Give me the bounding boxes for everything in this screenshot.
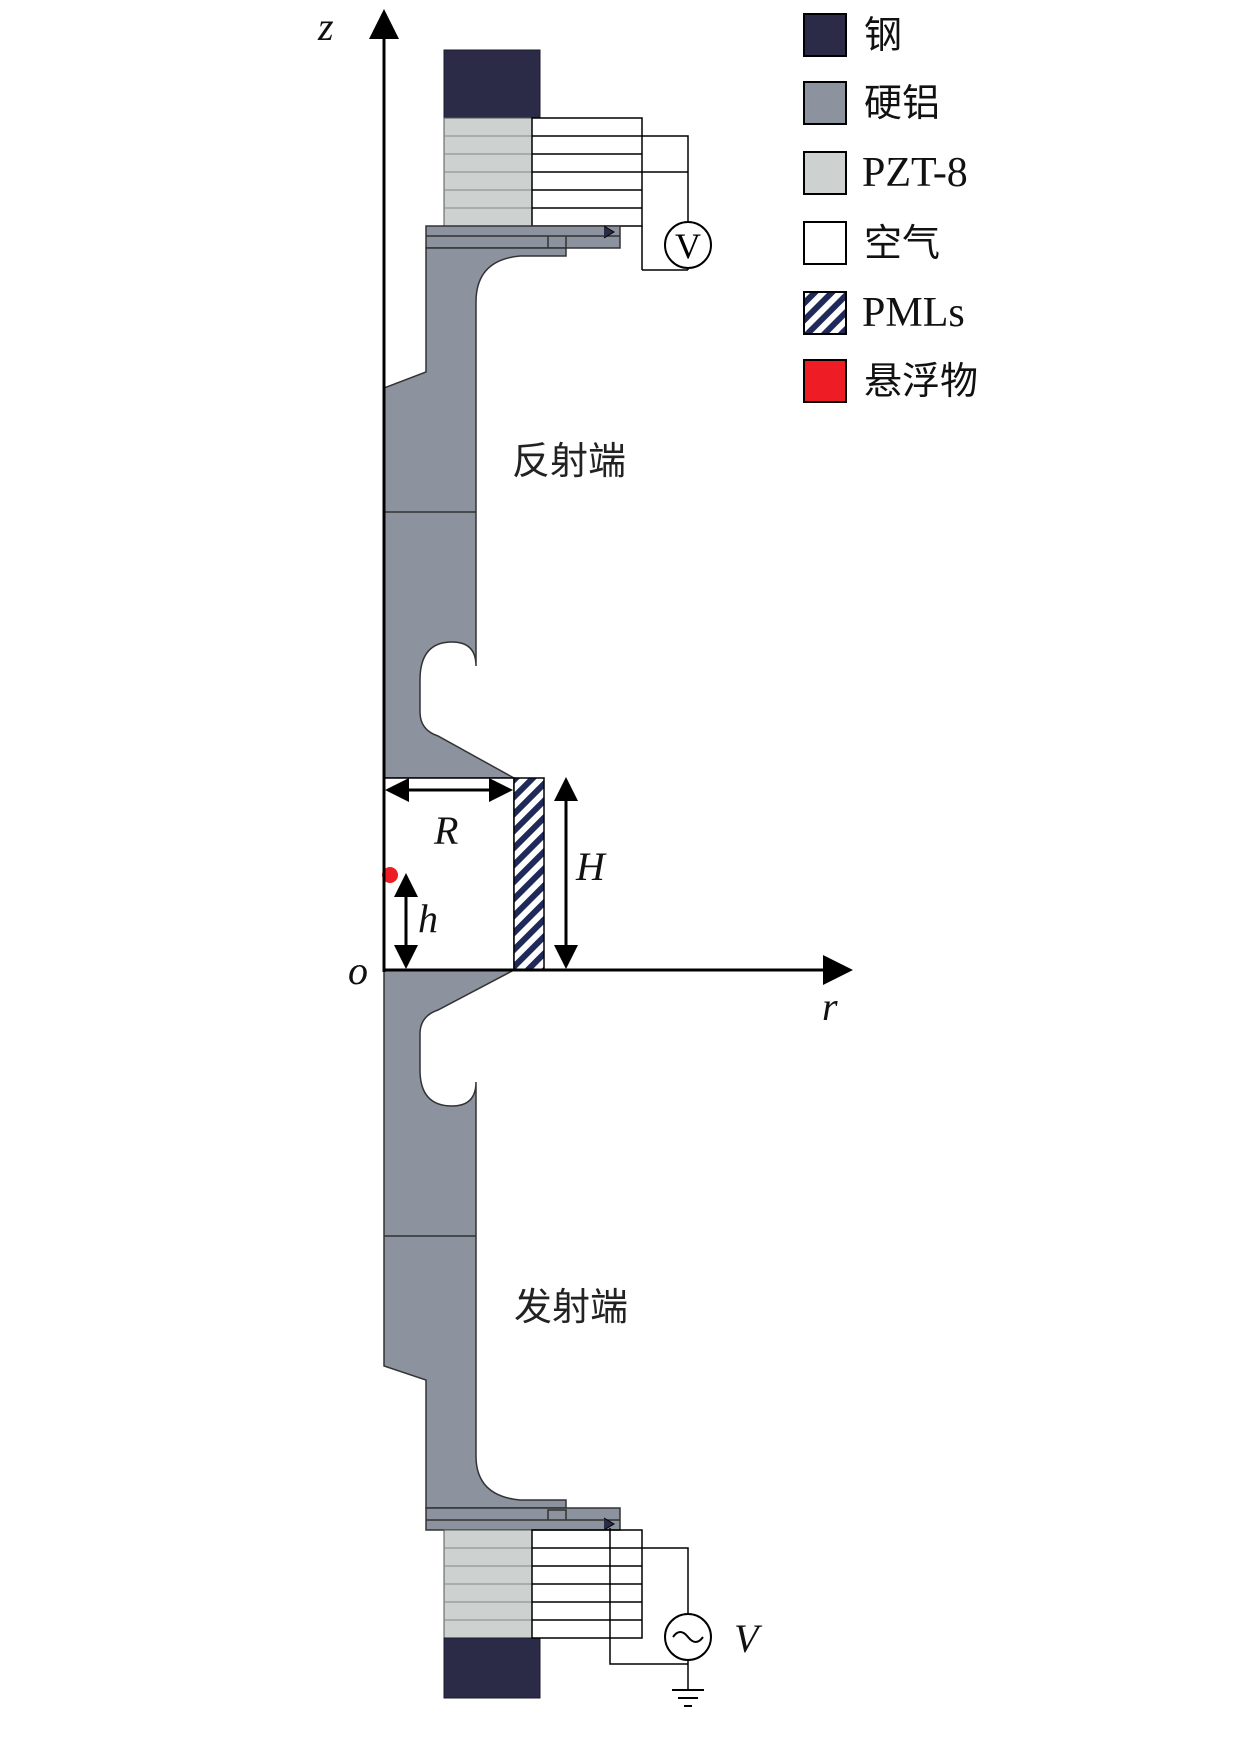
dim-H-label: H <box>575 844 607 889</box>
reflector-label: 反射端 <box>512 439 626 483</box>
legend-swatch-pzt <box>803 151 847 195</box>
reflector-flange-notch <box>603 225 615 239</box>
legend-swatch-particle <box>803 359 847 403</box>
axes: z r o <box>317 4 853 1029</box>
ac-source-symbol <box>664 1613 712 1661</box>
dimensions <box>385 777 578 969</box>
legend-item-duralumin: 硬铝 <box>803 81 940 125</box>
source-voltage-label: V <box>734 1616 763 1661</box>
emitter-label: 发射端 <box>514 1285 628 1329</box>
dim-h-label: h <box>418 896 438 941</box>
legend-item-pml: PMLs <box>803 290 965 336</box>
emitter-flange-notch <box>603 1517 615 1531</box>
reflector-horn <box>383 247 567 779</box>
emitter-flange <box>425 1507 621 1531</box>
voltmeter-label: V <box>675 226 701 266</box>
legend-label-duralumin: 硬铝 <box>864 81 940 125</box>
reflector-steel-block <box>443 49 541 119</box>
dim-R-label: R <box>433 808 458 853</box>
legend-label-particle: 悬浮物 <box>864 359 978 403</box>
legend-label-air: 空气 <box>864 221 940 265</box>
legend-item-air: 空气 <box>803 221 940 265</box>
legend-label-pzt: PZT-8 <box>862 150 968 196</box>
legend-label-steel: 钢 <box>864 13 902 57</box>
origin-label: o <box>348 948 368 993</box>
reflector-flange <box>425 225 621 249</box>
r-axis-label: r <box>822 984 838 1029</box>
legend-swatch-steel <box>803 13 847 57</box>
emitter-electrodes <box>531 1528 689 1690</box>
voltmeter-symbol: V <box>664 221 712 269</box>
emitter-assembly: V <box>383 969 763 1707</box>
reflector-assembly: V <box>383 49 712 779</box>
reflector-pzt-stack <box>443 117 533 227</box>
pml-layer <box>513 777 545 971</box>
legend-item-steel: 钢 <box>803 13 902 57</box>
ground-icon <box>672 1689 704 1707</box>
z-axis-label: z <box>317 4 334 49</box>
emitter-steel-block <box>443 1637 541 1699</box>
legend-label-pml: PMLs <box>862 290 965 336</box>
legend-swatch-pml <box>803 291 847 335</box>
legend-item-particle: 悬浮物 <box>803 359 978 403</box>
emitter-pzt-stack <box>443 1529 533 1639</box>
legend-swatch-duralumin <box>803 81 847 125</box>
legend-item-pzt: PZT-8 <box>803 150 968 196</box>
legend-swatch-air <box>803 221 847 265</box>
legend: 钢 硬铝 PZT-8 空气 PMLs 悬浮物 <box>803 13 978 403</box>
emitter-horn <box>383 969 567 1509</box>
